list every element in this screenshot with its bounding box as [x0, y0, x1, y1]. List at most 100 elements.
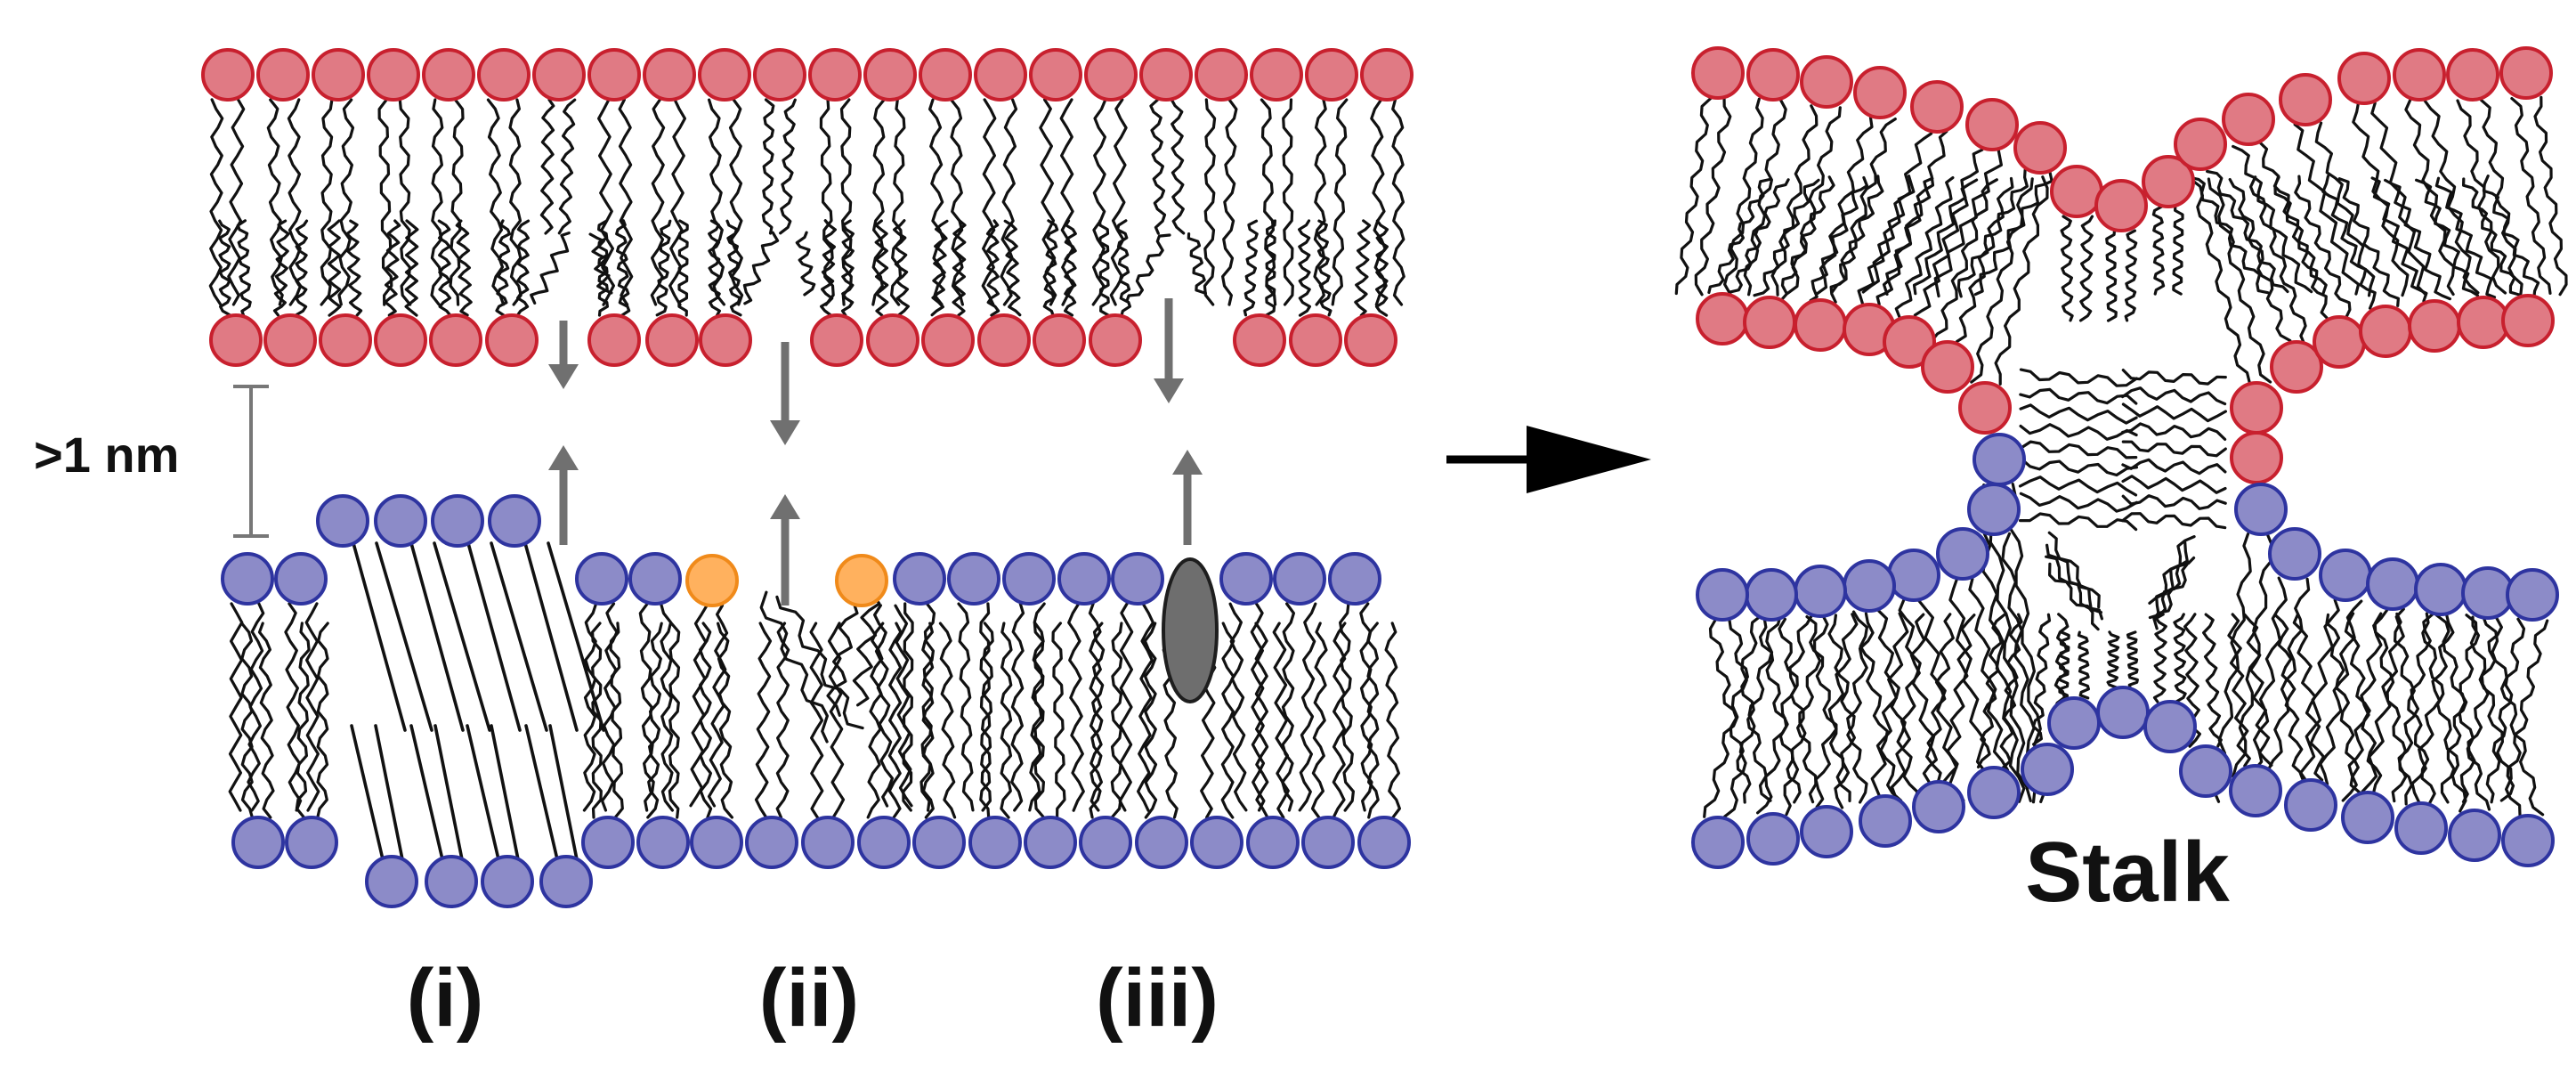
- lower-outer-tail: [1332, 622, 1347, 819]
- upper-outer-head: [1250, 48, 1303, 102]
- stalk-upper-inner-tail: [2415, 178, 2479, 297]
- stalk-lower-outer-tail: [2031, 613, 2052, 746]
- stalk-lower-outer-tail: [2394, 612, 2436, 806]
- stalk-lower-outer-tail: [1783, 612, 1829, 817]
- upper-inner-head: [1233, 313, 1286, 367]
- upper-outer-head: [808, 48, 862, 102]
- lower-outer-tail: [609, 622, 624, 819]
- stalk-upper-inner-tail: [1857, 175, 1916, 308]
- arrow-head: [548, 364, 579, 389]
- upper-outer-tail: [377, 98, 393, 306]
- upper-outer-tail: [1170, 98, 1186, 235]
- upper-outer-tail: [950, 98, 964, 306]
- stalk-upper-outer-head: [1910, 80, 1964, 134]
- ordered-lipid-head: [488, 494, 541, 548]
- upper-inner-tail: [840, 219, 855, 317]
- upper-outer-head: [1084, 48, 1138, 102]
- lower-outer-tail: [938, 622, 957, 819]
- stalk-upper-inner-head: [2230, 431, 2283, 484]
- stalk-upper-outer-tail: [1674, 96, 1713, 296]
- lower-outer-tail: [809, 622, 824, 819]
- lower-outer-tail: [1366, 622, 1380, 819]
- upper-outer-head: [1029, 48, 1082, 102]
- stalk-lower-outer-tail: [2434, 614, 2491, 811]
- stalk-lower-inner-tail: [2410, 612, 2455, 804]
- upper-outer-tail: [1091, 98, 1107, 306]
- upper-inner-head: [699, 313, 752, 367]
- stalk-lower-inner-tail: [2341, 608, 2389, 802]
- stalk-upper-inner-head: [1696, 292, 1749, 345]
- stalk-lower-outer-tail: [2106, 630, 2120, 689]
- stalk-upper-outer-tail: [2206, 169, 2289, 294]
- stalk-upper-inner-head: [2501, 294, 2555, 347]
- stalk-lower-inner-head: [1745, 568, 1798, 622]
- lower-inner-tail: [689, 604, 709, 808]
- stalk-upper-outer-tail: [2259, 142, 2328, 297]
- lower-outer-tail: [827, 622, 846, 819]
- lower-outer-head: [801, 816, 855, 869]
- stalk-lower-inner-head: [1794, 565, 1847, 618]
- lower-outer-tail: [1220, 622, 1235, 819]
- upper-outer-tail: [779, 98, 797, 235]
- straight-lipid-tail: [352, 541, 407, 732]
- kinked-tail: [742, 231, 780, 305]
- stalk-upper-outer-head: [2279, 73, 2332, 126]
- stalk-upper-outer-tail: [1973, 170, 2054, 297]
- stalk-upper-inner-tail: [1894, 176, 1955, 319]
- stalk-lower-outer-head: [2448, 809, 2501, 862]
- stalk-lower-outer-tail: [2173, 613, 2187, 703]
- upper-inner-tail: [236, 219, 252, 317]
- lower-inner-head: [1219, 552, 1273, 606]
- stalk-upper-inner-head: [2359, 305, 2412, 358]
- stalk-core-tail: [2018, 476, 2138, 497]
- stalk-upper-outer-tail: [2078, 215, 2094, 322]
- perturbed-tail: [775, 595, 864, 730]
- upper-outer-tail: [728, 98, 744, 306]
- ordered-lipid-head: [539, 855, 593, 908]
- lower-outer-tail: [1310, 622, 1328, 819]
- lower-outer-head: [1135, 816, 1188, 869]
- stalk-upper-outer-head: [2174, 118, 2227, 171]
- stalk-upper-inner-head: [2230, 381, 2283, 435]
- lower-outer-head: [1301, 816, 1355, 869]
- stalk-upper-inner-tail: [1809, 175, 1869, 303]
- lower-outer-tail: [1254, 622, 1269, 819]
- stalk-lower-inner-tail: [2361, 607, 2405, 803]
- lower-outer-tail: [1089, 622, 1106, 819]
- upper-inner-head: [921, 313, 975, 367]
- lower-outer-tail: [646, 622, 663, 819]
- stalk-lower-inner-tail: [1728, 619, 1772, 802]
- perturbed-tail: [852, 593, 881, 707]
- stalk-lower-inner-tail: [1827, 614, 1868, 804]
- upper-outer-head: [201, 48, 255, 102]
- ordered-lipid-head: [431, 494, 484, 548]
- stalk-upper-inner-tail: [2189, 177, 2251, 384]
- stalk-lower-inner-head: [1973, 433, 2026, 486]
- upper-inner-head: [587, 313, 641, 367]
- stalk-lower-outer-head: [1800, 805, 1853, 858]
- stalk-lower-outer-tail: [1834, 612, 1875, 809]
- stalk-lower-inner-head: [1967, 483, 2021, 536]
- straight-lipid-tail: [490, 724, 520, 861]
- stalk-upper-outer-tail: [1694, 95, 1732, 297]
- upper-inner-tail: [597, 219, 609, 317]
- upper-inner-head: [263, 313, 317, 367]
- stalk-upper-inner-tail: [2294, 175, 2352, 321]
- lower-inner-head: [575, 552, 628, 606]
- upper-outer-head: [367, 48, 420, 102]
- stalk-lower-inner-head: [2268, 527, 2321, 581]
- upper-inner-tail: [1116, 219, 1131, 317]
- down-arrow-icon: [1154, 298, 1184, 403]
- stalk-upper-inner-tail: [1728, 178, 1790, 294]
- upper-outer-head: [643, 48, 696, 102]
- stalk-core-tail: [2121, 402, 2227, 423]
- upper-outer-tail: [650, 98, 666, 306]
- stalk-lower-outer-tail: [2152, 613, 2167, 703]
- ordered-lipid-head: [316, 494, 369, 548]
- upper-outer-head: [974, 48, 1027, 102]
- upper-inner-head: [429, 313, 482, 367]
- stalk-core-tail: [2121, 494, 2227, 510]
- stalk-upper-outer-head: [2337, 52, 2391, 105]
- lower-outer-tail: [1051, 622, 1066, 819]
